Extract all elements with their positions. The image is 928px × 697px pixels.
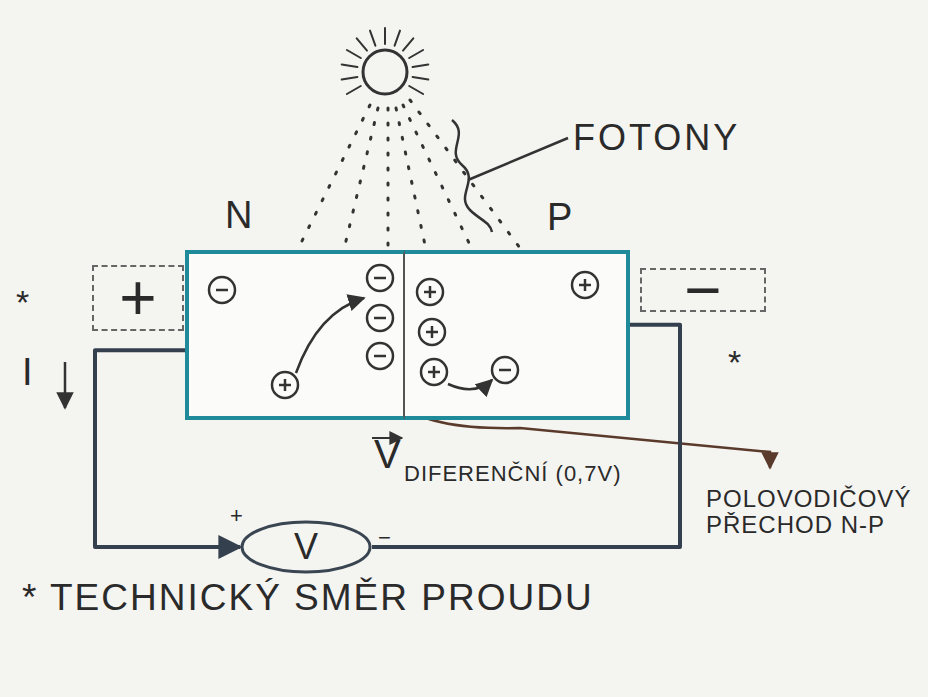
node-text: −	[684, 258, 721, 322]
callout-label: FOTONY	[573, 118, 740, 158]
electron	[367, 265, 393, 291]
voltage-subscript: DIFERENČNÍ (0,7V)	[404, 462, 621, 486]
voltmeter: V	[240, 520, 372, 574]
footnote: * TECHNICKÝ SMĚR PROUDU	[22, 578, 594, 619]
wire	[372, 325, 680, 547]
wire	[95, 350, 240, 547]
node-text: +	[119, 266, 156, 330]
leader-line	[468, 138, 568, 180]
electron	[209, 277, 235, 303]
polarity-sign: −	[378, 526, 391, 550]
region-label: N	[225, 196, 252, 234]
footnote-mark: *	[16, 284, 29, 321]
node-text: V	[294, 529, 318, 565]
hole	[419, 319, 445, 345]
current-symbol: I	[22, 352, 33, 394]
polarity-box: +	[92, 265, 184, 331]
sun	[363, 50, 407, 94]
p-region: P	[405, 250, 630, 420]
region-label: P	[547, 198, 572, 236]
hole	[417, 279, 443, 305]
sun-rays	[342, 28, 429, 94]
meter-ellipse	[242, 522, 370, 572]
current-arrow	[64, 362, 67, 408]
hole	[572, 272, 598, 298]
electron	[492, 357, 518, 383]
callout-label: POLOVODIČOVÝ PŘECHOD N-P	[706, 486, 928, 539]
polarity-box: −	[640, 268, 766, 312]
photon-wave	[452, 120, 492, 232]
electron	[367, 305, 393, 331]
hole	[421, 359, 447, 385]
charge-arrow	[296, 298, 364, 373]
voltage-symbol: V	[374, 432, 401, 476]
electron	[367, 343, 393, 369]
polarity-sign: +	[230, 504, 243, 528]
hole	[272, 372, 298, 398]
footnote-mark: *	[728, 344, 741, 381]
charge-arrow	[448, 380, 492, 389]
light-rays	[300, 100, 520, 248]
